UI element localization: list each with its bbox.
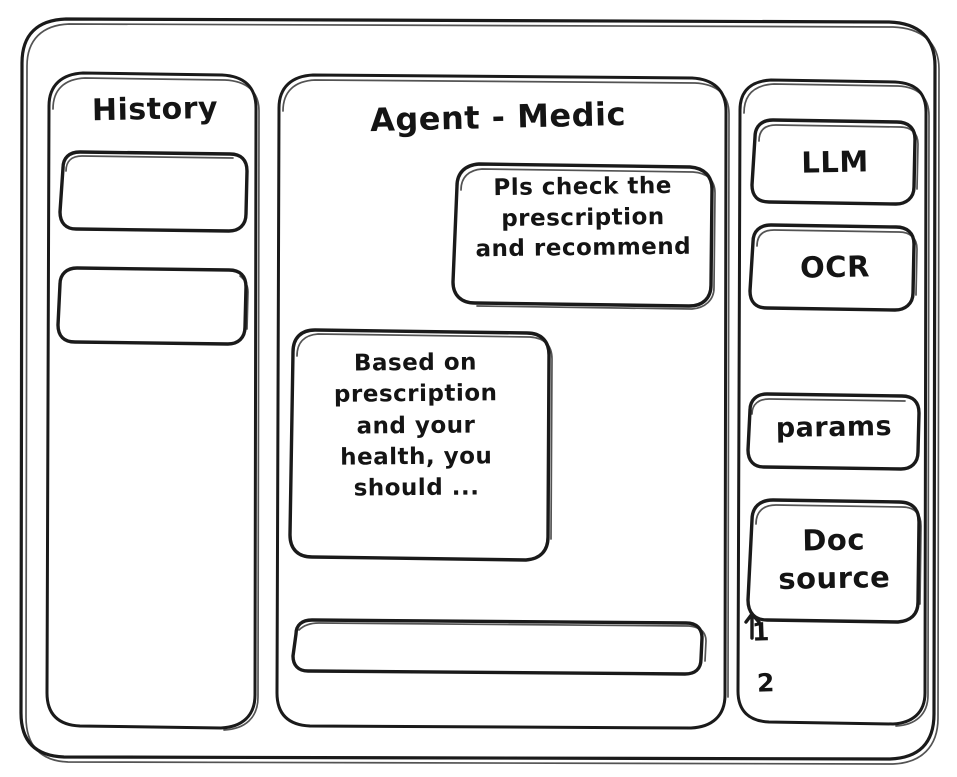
user-message-bubble: Pls check the prescription and recommend xyxy=(475,172,692,263)
history-item-1-outline xyxy=(58,150,249,233)
agent-bubble-outline xyxy=(288,328,553,562)
right-rail-outline xyxy=(736,78,930,727)
params-button[interactable]: params xyxy=(775,410,893,445)
agent-panel-outline xyxy=(275,73,730,730)
doc-source-button[interactable]: Doc source xyxy=(778,522,891,596)
llm-button[interactable]: LLM xyxy=(801,144,869,180)
history-panel-title: History xyxy=(91,90,219,129)
llm-button-outline xyxy=(750,118,919,206)
history-panel-outline xyxy=(45,71,260,731)
doc-source-item-2[interactable]: 2 xyxy=(756,668,776,698)
params-button-outline xyxy=(746,392,921,471)
doc-source-item-1[interactable]: 1 xyxy=(751,617,771,647)
ocr-button-outline xyxy=(748,223,918,312)
ocr-button[interactable]: OCR xyxy=(799,249,871,285)
page-title: Agent - Medic xyxy=(369,94,627,140)
assistant-message-bubble: Based on prescription and your health, y… xyxy=(333,349,498,502)
window-frame xyxy=(19,17,940,765)
message-input[interactable] xyxy=(291,618,705,674)
history-item-1[interactable] xyxy=(58,150,250,234)
doc-source-list-marks xyxy=(744,612,761,640)
history-item-2[interactable] xyxy=(56,266,248,346)
history-item-2-outline xyxy=(56,266,249,346)
composer-outline xyxy=(291,618,707,676)
user-bubble-outline xyxy=(451,162,716,310)
